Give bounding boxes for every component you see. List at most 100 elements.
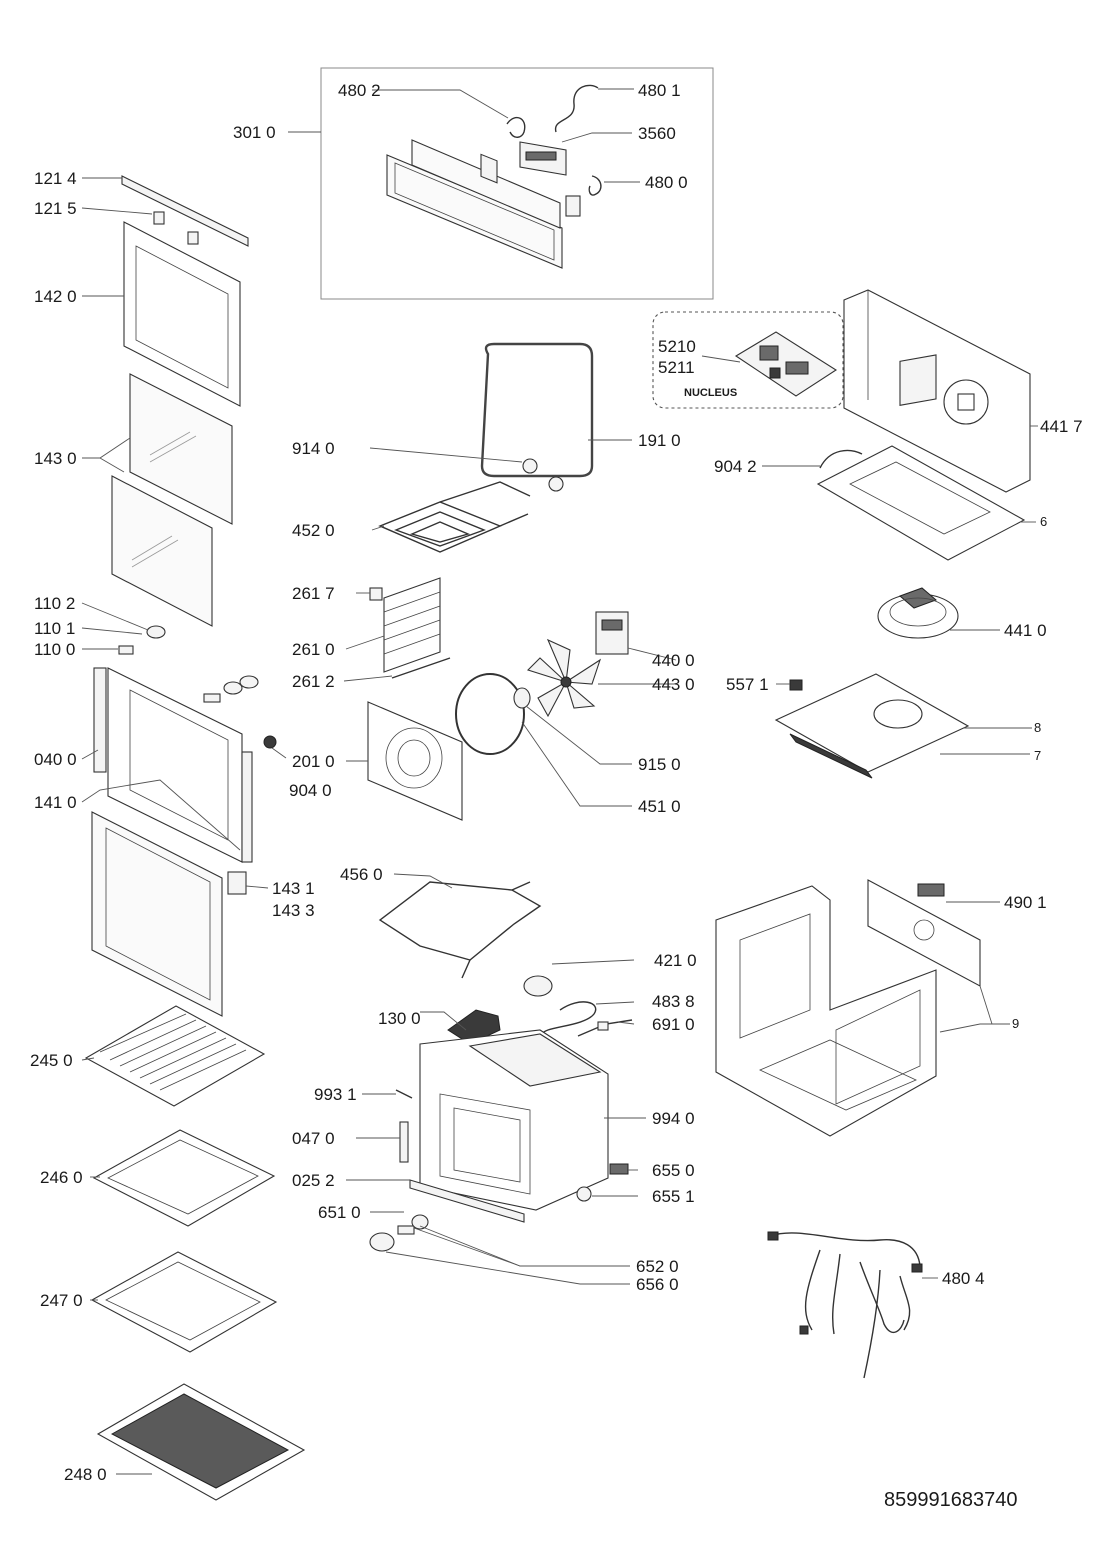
cavity-parts-group xyxy=(343,342,677,979)
label-421-0: 421 0 xyxy=(654,951,697,970)
fan-nut xyxy=(513,687,531,709)
bottom-heating-element xyxy=(378,881,542,961)
label-245-0: 245 0 xyxy=(30,1051,73,1070)
label-480-1: 480 1 xyxy=(638,81,681,100)
door-bumper xyxy=(263,735,277,749)
sensor-wire xyxy=(819,449,863,469)
oven-lamp xyxy=(523,975,553,997)
door-latch xyxy=(227,871,247,895)
terminal-block xyxy=(917,883,945,897)
label-441-0: 441 0 xyxy=(1004,621,1047,640)
knob-shaft xyxy=(397,1225,415,1235)
shelf-rail-clip xyxy=(369,587,383,601)
label-994-0: 994 0 xyxy=(652,1109,695,1128)
shelf-rail xyxy=(383,577,441,673)
cable-480-2 xyxy=(506,116,526,138)
label-110-0: 110 0 xyxy=(34,640,75,659)
side-strip xyxy=(399,1121,409,1163)
label-261-2: 261 2 xyxy=(292,672,335,691)
control-panel-group-frame xyxy=(320,67,714,300)
cable-480-0 xyxy=(588,175,602,196)
control-panel-glass-inner xyxy=(411,139,561,229)
control-panel-group xyxy=(288,67,714,300)
fan-cover xyxy=(367,701,463,821)
oven-housing xyxy=(715,885,937,1137)
door-inner-frame xyxy=(123,221,241,407)
label-130-0: 130 0 xyxy=(378,1009,421,1028)
document-number: 859991683740 xyxy=(884,1489,1017,1511)
thermostat xyxy=(609,1163,629,1175)
shallow-tray xyxy=(92,1129,276,1227)
back-fan-grille xyxy=(899,354,937,406)
label-5211: 5211 xyxy=(658,358,695,377)
housing-group xyxy=(715,879,1010,1137)
label-914-0: 914 0 xyxy=(292,439,335,458)
label-040-0: 040 0 xyxy=(34,750,77,769)
door-glass-pane-2 xyxy=(111,475,213,627)
label-143-0: 143 0 xyxy=(34,449,77,468)
label-480-4: 480 4 xyxy=(942,1269,985,1288)
cavity-group xyxy=(346,959,646,1285)
label-904-2: 904 2 xyxy=(714,457,757,476)
nucleus-group xyxy=(652,311,844,409)
label-651-0: 651 0 xyxy=(318,1203,361,1222)
label-655-0: 655 0 xyxy=(652,1161,695,1180)
door-outer-glass xyxy=(91,811,223,1017)
label-9: 9 xyxy=(1012,1016,1019,1031)
label-261-0: 261 0 xyxy=(292,640,335,659)
deep-tray xyxy=(90,1251,278,1353)
label-557-1: 557 1 xyxy=(726,675,769,694)
thermostat-knob xyxy=(576,1186,592,1202)
label-440-0: 440 0 xyxy=(652,651,695,670)
label-5210: 5210 xyxy=(658,337,696,356)
label-451-0: 451 0 xyxy=(638,797,681,816)
door-clip xyxy=(153,211,165,225)
label-047-0: 047 0 xyxy=(292,1129,335,1148)
door-glass-pane-1 xyxy=(129,373,233,525)
shelf-rail-rod xyxy=(391,657,451,679)
label-691-0: 691 0 xyxy=(652,1015,695,1034)
fan-motor xyxy=(595,611,629,655)
door-hinge-pin xyxy=(118,645,134,655)
wiring-harness xyxy=(767,1231,938,1379)
door-gasket xyxy=(480,342,594,478)
bottom-plate xyxy=(774,673,970,773)
label-443-0: 443 0 xyxy=(652,675,695,694)
label-490-1: 490 1 xyxy=(1004,893,1047,912)
label-121-5: 121 5 xyxy=(34,199,77,218)
bottom-trim xyxy=(409,1179,525,1223)
label-nucleus: NUCLEUS xyxy=(684,387,737,399)
label-121-4: 121 4 xyxy=(34,169,77,188)
label-246-0: 246 0 xyxy=(40,1168,83,1187)
label-141-0: 141 0 xyxy=(34,793,77,812)
label-483-8: 483 8 xyxy=(652,992,695,1011)
label-142-0: 142 0 xyxy=(34,287,77,306)
cable-480-1 xyxy=(555,84,599,133)
label-191-0: 191 0 xyxy=(638,431,681,450)
screw xyxy=(395,1089,413,1099)
label-8: 8 xyxy=(1034,720,1041,735)
control-knob xyxy=(369,1232,395,1252)
control-bracket-right xyxy=(565,195,581,217)
cable-clip xyxy=(789,679,803,691)
fan-blade xyxy=(526,638,602,718)
wire-rack xyxy=(84,1005,266,1107)
label-248-0: 248 0 xyxy=(64,1465,107,1484)
label-480-2: 480 2 xyxy=(338,81,381,100)
door-hinge-left xyxy=(93,667,107,773)
label-452-0: 452 0 xyxy=(292,521,335,540)
circular-heater xyxy=(455,673,525,755)
label-201-0: 201 0 xyxy=(292,752,335,771)
door-top-profile xyxy=(121,175,249,247)
control-bracket-left xyxy=(480,153,498,184)
label-656-0: 656 0 xyxy=(636,1275,679,1294)
label-6: 6 xyxy=(1040,514,1047,529)
label-441-7: 441 7 xyxy=(1040,417,1083,436)
label-261-7: 261 7 xyxy=(292,584,335,603)
door-hinge-right xyxy=(241,751,253,863)
label-025-2: 025 2 xyxy=(292,1171,335,1190)
label-655-1: 655 1 xyxy=(652,1187,695,1206)
label-456-0: 456 0 xyxy=(340,865,383,884)
label-652-0: 652 0 xyxy=(636,1257,679,1276)
